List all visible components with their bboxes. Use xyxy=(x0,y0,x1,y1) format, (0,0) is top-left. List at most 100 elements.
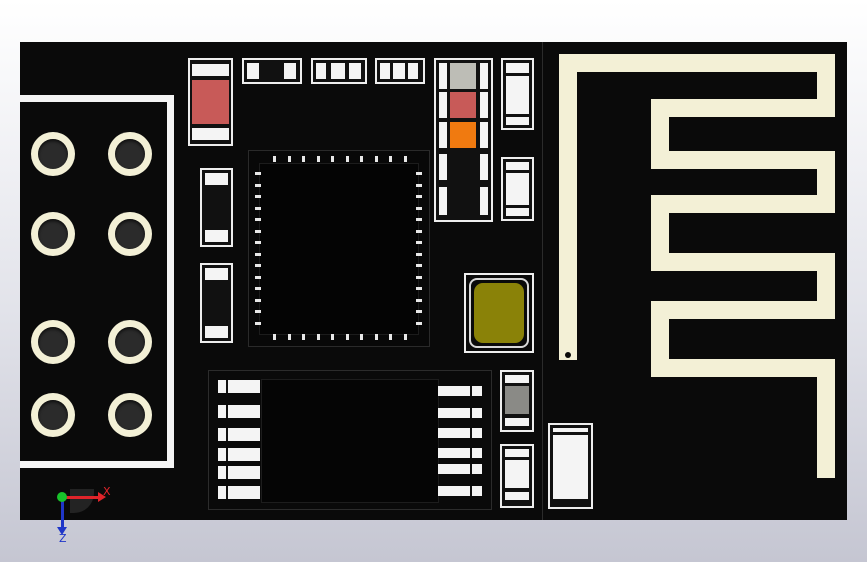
z-axis-label: Z xyxy=(59,532,67,545)
header-pin xyxy=(31,393,75,437)
capacitor-vertical xyxy=(200,168,233,247)
soic-pin-left xyxy=(218,466,260,479)
qfn-pin xyxy=(302,156,305,162)
qfn-pin xyxy=(416,310,422,313)
qfn-pin xyxy=(389,334,392,340)
qfn-pin xyxy=(389,156,392,162)
capacitor-grey xyxy=(500,370,534,432)
z-axis-head xyxy=(57,527,67,535)
antenna-divider xyxy=(542,42,543,520)
qfn-pin xyxy=(255,206,261,210)
header-pin xyxy=(108,393,152,437)
qfn-pin xyxy=(255,229,261,233)
qfn-pin xyxy=(360,334,363,340)
qfn-pin xyxy=(255,287,261,290)
qfn-pin xyxy=(416,298,422,302)
x-axis-head xyxy=(98,492,106,502)
qfn-pin xyxy=(255,264,261,267)
qfn-pin xyxy=(416,206,422,210)
qfn-pin xyxy=(255,218,261,221)
qfn-chip xyxy=(248,150,430,347)
qfn-pin xyxy=(273,156,276,162)
qfn-pin xyxy=(255,183,261,187)
soic-pin-right xyxy=(438,386,482,396)
qfn-pin xyxy=(416,172,422,175)
z-axis-arrow xyxy=(61,497,64,529)
header-outline xyxy=(20,95,174,468)
resistor-horizontal xyxy=(311,58,367,84)
qfn-pin xyxy=(255,195,261,198)
qfn-pin xyxy=(255,321,261,325)
soic-pin-right xyxy=(438,448,482,458)
capacitor-vertical xyxy=(200,263,233,343)
y-axis-dot xyxy=(57,492,67,502)
qfn-pin xyxy=(345,156,349,162)
header-pin xyxy=(31,132,75,176)
resistor-body xyxy=(192,80,229,124)
qfn-pin xyxy=(273,334,276,340)
led-grey xyxy=(450,63,476,89)
header-pin xyxy=(31,212,75,256)
qfn-pin xyxy=(416,287,422,290)
qfn-pin xyxy=(255,275,261,279)
resistor-horizontal xyxy=(375,58,425,84)
qfn-pin xyxy=(255,252,261,256)
antenna-meander xyxy=(559,54,835,478)
qfn-pin xyxy=(255,310,261,313)
qfn-pin xyxy=(416,252,422,256)
qfn-pin xyxy=(416,218,422,221)
qfn-pin xyxy=(403,334,407,340)
qfn-pin xyxy=(255,241,261,244)
qfn-pin xyxy=(360,156,363,162)
soic-pin-right xyxy=(438,408,482,418)
qfn-pin xyxy=(416,275,422,279)
qfn-pin xyxy=(403,156,407,162)
resistor-red-large xyxy=(188,58,233,146)
qfn-pin xyxy=(287,156,291,162)
soic-pin-left xyxy=(218,428,260,441)
soic-pin-left xyxy=(218,448,260,461)
qfn-pin xyxy=(416,229,422,233)
soic-pin-left xyxy=(218,486,260,499)
soic-pin-left xyxy=(218,380,260,393)
qfn-pin xyxy=(374,156,378,162)
qfn-pin xyxy=(416,264,422,267)
resistor-array xyxy=(434,58,493,222)
qfn-pin xyxy=(255,298,261,302)
qfn-pin xyxy=(316,334,320,340)
soic-pin-right xyxy=(438,428,482,438)
qfn-pin xyxy=(331,334,334,340)
crystal-body xyxy=(474,283,524,343)
qfn-pin xyxy=(416,195,422,198)
resistor-red-small xyxy=(450,92,476,118)
header-pin xyxy=(31,320,75,364)
triad-shadow xyxy=(70,489,94,513)
capacitor-vertical xyxy=(501,157,534,221)
crystal xyxy=(464,273,534,353)
header-pin xyxy=(108,212,152,256)
qfn-pin xyxy=(345,334,349,340)
header-pin xyxy=(108,132,152,176)
led-orange xyxy=(450,122,476,148)
antenna-feed-dot xyxy=(565,352,571,358)
axis-triad: X Z xyxy=(50,485,120,545)
soic-pin-right xyxy=(438,464,482,474)
qfn-pin xyxy=(374,334,378,340)
capacitor-vertical xyxy=(501,58,534,130)
qfn-pin xyxy=(416,321,422,325)
qfn-pin xyxy=(331,156,334,162)
qfn-pin xyxy=(255,172,261,175)
qfn-pin xyxy=(316,156,320,162)
soic-pin-left xyxy=(218,405,260,418)
qfn-pin xyxy=(416,183,422,187)
x-axis-label: X xyxy=(103,485,111,498)
soic-pin-right xyxy=(438,486,482,496)
x-axis-arrow xyxy=(62,496,100,499)
capacitor-large xyxy=(548,423,593,509)
resistor-horizontal xyxy=(242,58,302,84)
qfn-pin xyxy=(416,241,422,244)
qfn-pin xyxy=(287,334,291,340)
capacitor-vertical xyxy=(500,444,534,508)
qfn-pin xyxy=(302,334,305,340)
